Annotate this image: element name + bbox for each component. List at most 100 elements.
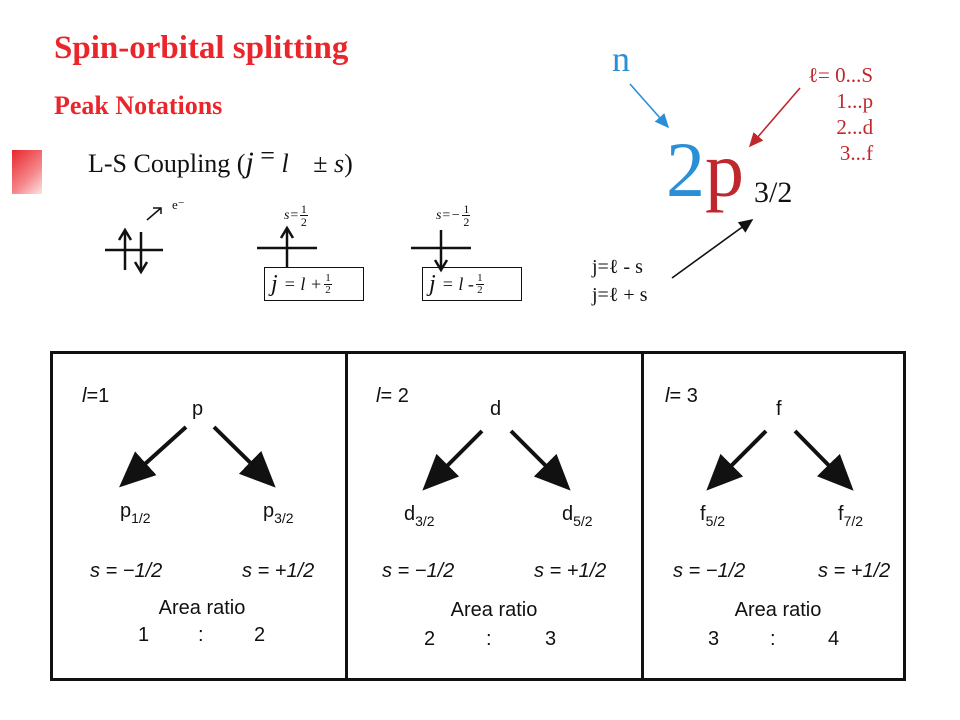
- j-minus-fraction: 1 2: [475, 271, 484, 296]
- s-down-text: s=−: [436, 207, 461, 223]
- j-plus-den: 2: [325, 283, 331, 296]
- notation-j: 3/2: [754, 176, 793, 209]
- panel2-orbital: d: [490, 398, 502, 420]
- s-down-fraction: 1 2: [462, 202, 471, 229]
- panel3-left-sub: 5/2: [705, 513, 726, 529]
- j-plus-fraction: 1 2: [323, 271, 332, 296]
- ls-label: L-S Coupling (: [88, 149, 246, 178]
- s-up-label: s= 1 2: [284, 203, 308, 228]
- j-rule-minus: j=ℓ - s: [592, 256, 643, 278]
- panel2-l-label: l= 2: [376, 385, 409, 408]
- j-minus-j: j: [429, 270, 436, 297]
- n-label: n: [612, 39, 630, 79]
- panel2-s-right: s = +1/2: [534, 560, 607, 582]
- panel3-right-level: f7/2: [838, 503, 864, 529]
- panel1-ratio-right: 2: [254, 624, 266, 646]
- notation-l: p: [705, 126, 744, 213]
- splitting-panels: [50, 351, 906, 681]
- panel1-l-symbol: l: [82, 385, 87, 407]
- j-plus-j: j: [271, 270, 278, 297]
- j-rule-plus: j=ℓ + s: [592, 284, 648, 306]
- s-down-den: 2: [463, 215, 470, 229]
- l-value-3: 3...f: [839, 141, 874, 165]
- ls-l: l: [281, 149, 289, 178]
- n-arrow: [629, 83, 670, 129]
- j-minus-box: j = l - 1 2: [422, 267, 522, 301]
- notation-main: 2p: [666, 130, 744, 210]
- p-left-arrow: [119, 425, 188, 488]
- panel2-left-main: d: [404, 503, 416, 525]
- panel3-orbital: f: [776, 398, 782, 420]
- ls-close: ): [344, 149, 353, 178]
- panel3-right-main: f: [838, 503, 844, 525]
- panel3-l-symbol: l: [665, 385, 670, 407]
- panel3-ratio-sep: :: [770, 628, 776, 650]
- panel1-right-main: p: [263, 500, 275, 522]
- notation-n: 2: [666, 126, 705, 213]
- p-right-arrow: [212, 425, 276, 488]
- panel2-l-value: = 2: [380, 385, 409, 407]
- panel3-ratio-left: 3: [708, 628, 720, 650]
- panel2-s-left: s = −1/2: [382, 560, 455, 582]
- f-right-arrow: [793, 429, 854, 491]
- s-up-num: 1: [300, 202, 307, 216]
- ls-pm: ±: [313, 149, 328, 178]
- s-down-num: 1: [463, 202, 470, 216]
- panel1-ratio-title: Area ratio: [158, 597, 246, 619]
- slide-subtitle: Peak Notations: [54, 91, 223, 120]
- l-values-list: ℓ= 0...S 1...p 2...d 3...f: [808, 62, 873, 166]
- j-minus-expr: = l -: [441, 273, 474, 294]
- panel3-left-main: f: [700, 503, 706, 525]
- s-down-label: s=− 1 2: [436, 202, 471, 229]
- panel1-l-label: l=1: [82, 385, 109, 408]
- d-left-arrow: [422, 429, 484, 491]
- ls-s: s: [333, 149, 345, 178]
- panel1-left-main: p: [120, 500, 132, 522]
- panel1-s-left: s = −1/2: [90, 560, 163, 582]
- j-plus-expr: = l +: [283, 273, 322, 294]
- panel1-left-sub: 1/2: [131, 510, 151, 526]
- notation-arrows: [629, 83, 801, 279]
- l-arrow: [748, 87, 801, 148]
- paired-electrons-diagram: [105, 207, 163, 275]
- panel1-orbital: p: [192, 398, 204, 420]
- panel3-ratio-title: Area ratio: [734, 599, 822, 621]
- panel1-right-level: p3/2: [263, 500, 294, 526]
- ls-coupling-formula: L-S Coupling (j = l ± s): [88, 141, 353, 180]
- f-left-arrow: [706, 429, 768, 491]
- panel3-left-level: f5/2: [700, 503, 726, 529]
- slide-title: Spin-orbital splitting: [54, 30, 349, 66]
- panel2-ratio-right: 3: [545, 628, 557, 650]
- s-up-den: 2: [300, 215, 307, 229]
- l-value-1: 1...p: [836, 89, 874, 113]
- l-value-0: ℓ= 0...S: [808, 63, 874, 87]
- panel1-ratio-sep: :: [198, 624, 204, 646]
- j-minus-num: 1: [477, 271, 483, 284]
- j-arrow: [671, 219, 754, 279]
- spin-up-diagram: [257, 225, 317, 268]
- spin-diagrams: [105, 207, 471, 275]
- j-rules: j=ℓ - s j=ℓ + s: [592, 253, 647, 309]
- panel1-s-right: s = +1/2: [242, 560, 315, 582]
- panel2-right-sub: 5/2: [573, 513, 593, 529]
- panel2-right-level: d5/2: [562, 503, 593, 529]
- panel3-l-label: l= 3: [665, 385, 698, 408]
- panel3-ratio-right: 4: [828, 628, 840, 650]
- panel1-right-sub: 3/2: [274, 510, 294, 526]
- d-right-arrow: [509, 429, 571, 491]
- panel2-left-sub: 3/2: [415, 513, 435, 529]
- panel-divider-2: [641, 351, 644, 681]
- panel3-right-sub: 7/2: [843, 513, 864, 529]
- panel3-l-value: = 3: [669, 385, 698, 407]
- electron-label: e⁻: [172, 197, 185, 212]
- j-plus-num: 1: [325, 271, 331, 284]
- panel3-s-right: s = +1/2: [818, 560, 891, 582]
- s-up-fraction: 1 2: [299, 202, 308, 229]
- j-plus-box: j = l + 1 2: [264, 267, 364, 301]
- panel1-l-value: =1: [86, 385, 110, 407]
- ls-j: j: [245, 146, 254, 179]
- panel2-left-level: d3/2: [404, 503, 435, 529]
- panel3-s-left: s = −1/2: [673, 560, 746, 582]
- spin-down-diagram: [411, 230, 471, 273]
